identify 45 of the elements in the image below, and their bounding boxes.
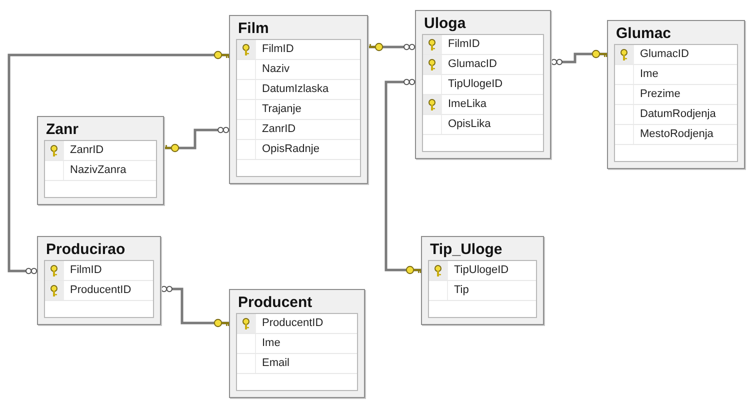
relationship-line: [368, 42, 416, 52]
column-name: DatumRodjenja: [639, 107, 716, 122]
table-box: [37, 116, 164, 205]
table-name: Producirao: [45, 240, 126, 260]
column-name: Naziv: [261, 62, 290, 77]
column-name: MestoRodjenja: [639, 127, 714, 142]
table-name: Uloga: [423, 14, 467, 34]
column-name: FilmID: [447, 37, 480, 52]
column-name: OpisLika: [447, 117, 491, 132]
column-name: DatumIzlaska: [261, 82, 329, 97]
column-name: Trajanje: [261, 102, 302, 117]
table-name: Glumac: [615, 24, 672, 44]
column-name: TipUlogeID: [447, 77, 503, 92]
column-name: ProducentID: [69, 283, 132, 298]
column-name: Ime: [639, 67, 658, 82]
column-name: Ime: [261, 336, 280, 351]
column-name: GlumacID: [639, 47, 689, 62]
relationship-line: [160, 286, 230, 328]
column-name: FilmID: [261, 42, 294, 57]
table-box: [421, 236, 544, 325]
relationship-line: [8, 50, 230, 274]
table-name: Zanr: [45, 120, 80, 140]
table-name: Tip_Uloge: [429, 240, 504, 260]
column-name: NazivZanra: [69, 163, 126, 178]
column-name: Tip: [453, 283, 469, 298]
column-name: ZanrID: [261, 122, 296, 137]
column-name: GlumacID: [447, 57, 497, 72]
table-box: [229, 15, 368, 184]
relationship-line: [550, 50, 608, 66]
table-name: Film: [237, 19, 270, 39]
column-name: FilmID: [69, 263, 102, 278]
column-name: Prezime: [639, 87, 680, 102]
column-name: ZanrID: [69, 143, 104, 158]
relationship-line: [384, 78, 422, 274]
table-box: [229, 289, 365, 398]
table-name: Producent: [237, 293, 314, 313]
table-box: [607, 20, 745, 169]
table-box: [37, 236, 161, 325]
column-name: ProducentID: [261, 316, 324, 331]
column-name: Email: [261, 356, 290, 371]
column-name: TipUlogeID: [453, 263, 509, 278]
column-name: ImeLika: [447, 97, 487, 112]
relationship-line: [164, 126, 230, 152]
column-name: OpisRadnje: [261, 142, 320, 157]
table-box: [415, 10, 551, 159]
